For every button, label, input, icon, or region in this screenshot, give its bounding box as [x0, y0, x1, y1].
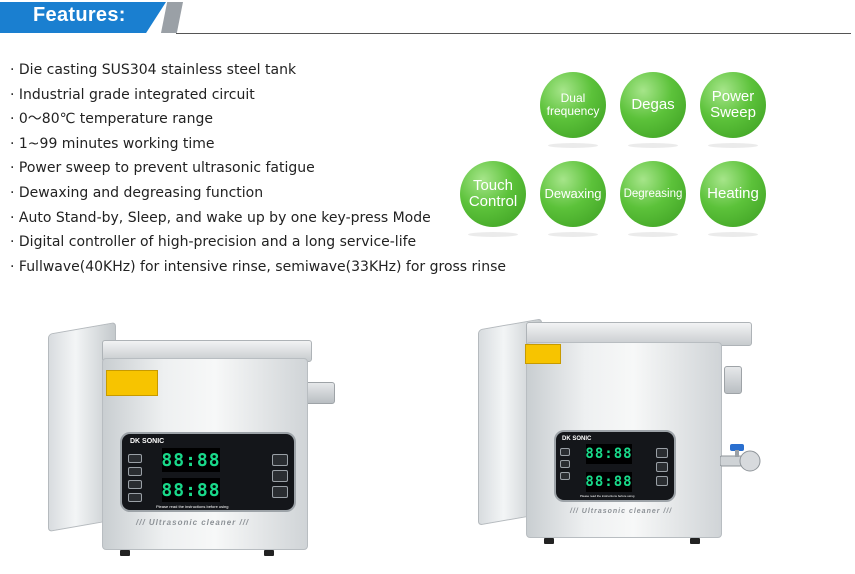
warning-label	[525, 344, 561, 364]
feature-item: · Power sweep to prevent ultrasonic fati…	[10, 160, 315, 177]
feature-item: · 1~99 minutes working time	[10, 135, 215, 152]
badge-label: Touch	[472, 177, 513, 195]
badge-label: Power	[711, 88, 755, 106]
button[interactable]	[272, 470, 288, 482]
tank-foot	[690, 538, 700, 544]
tank-handle	[724, 366, 742, 394]
ultrasonic-cleaner-large: DK SONIC 88:88 88:88 Please read the ins…	[470, 314, 770, 554]
badge-label: Degas	[631, 96, 675, 114]
timer-display: 88:88	[161, 448, 221, 472]
feature-item: · Die casting SUS304 stainless steel tan…	[10, 62, 297, 78]
badge-label: Heating	[707, 185, 759, 203]
badge-heating: Heating	[700, 161, 766, 237]
brand-label: DK SONIC	[130, 438, 165, 445]
badge-label: frequency	[546, 104, 600, 118]
feature-item: · 0～80℃ temperature range	[10, 111, 213, 128]
button[interactable]	[560, 448, 570, 456]
feature-item: · Fullwave(40KHz) for intensive rinse, s…	[10, 258, 506, 275]
badge-label: Control	[468, 193, 518, 210]
timer-display: 88:88	[585, 444, 633, 464]
brand-label: DK SONIC	[562, 436, 592, 442]
feature-item: · Auto Stand-by, Sleep, and wake up by o…	[10, 209, 431, 226]
button[interactable]	[656, 462, 668, 472]
button[interactable]	[560, 460, 570, 468]
header-tab	[0, 2, 166, 33]
temperature-display: 88:88	[585, 472, 633, 492]
badge-label: Dual	[560, 91, 586, 106]
control-panel: DK SONIC 88:88 88:88 Please read the ins…	[554, 430, 676, 502]
instructions-note: Please read the instructions before usin…	[156, 504, 229, 509]
tank-foot	[264, 550, 274, 556]
feature-list: · Die casting SUS304 stainless steel tan…	[10, 58, 530, 279]
feature-item: · Digital controller of high-precision a…	[10, 234, 417, 251]
button[interactable]	[272, 486, 288, 498]
drain-valve[interactable]	[719, 442, 764, 478]
button[interactable]	[128, 454, 142, 463]
badge-degas: Degas	[620, 72, 686, 148]
tank-foot	[120, 550, 130, 556]
badge-label: Dewaxing	[544, 186, 602, 202]
badge-label: Sweep	[710, 104, 756, 121]
button[interactable]	[128, 467, 142, 476]
badge-dewaxing: Dewaxing	[540, 161, 606, 237]
tank-foot	[544, 538, 554, 544]
instructions-note: Please read the instructions before usin…	[580, 494, 635, 498]
button[interactable]	[560, 472, 570, 480]
product-logo: /// Ultrasonic cleaner ///	[570, 508, 673, 515]
section-header: Features:	[0, 0, 855, 36]
product-logo: /// Ultrasonic cleaner ///	[136, 518, 250, 527]
feature-item: · Industrial grade integrated circuit	[10, 86, 255, 103]
ultrasonic-cleaner-small: DK SONIC 88:88 88:88 Please read the ins…	[40, 318, 340, 563]
temperature-display: 88:88	[161, 478, 221, 502]
header-divider	[176, 33, 851, 34]
badge-label: Degreasing	[623, 187, 683, 200]
button[interactable]	[128, 480, 142, 489]
control-panel: DK SONIC 88:88 88:88 Please read the ins…	[120, 432, 296, 512]
button[interactable]	[128, 493, 142, 502]
warning-label	[106, 370, 158, 396]
header-tab-accent	[161, 2, 183, 33]
button[interactable]	[272, 454, 288, 466]
feature-item: · Dewaxing and degreasing function	[10, 184, 264, 201]
button[interactable]	[656, 448, 668, 458]
section-title: Features:	[33, 4, 126, 26]
badge-degreasing: Degreasing	[620, 161, 686, 237]
button[interactable]	[656, 476, 668, 486]
